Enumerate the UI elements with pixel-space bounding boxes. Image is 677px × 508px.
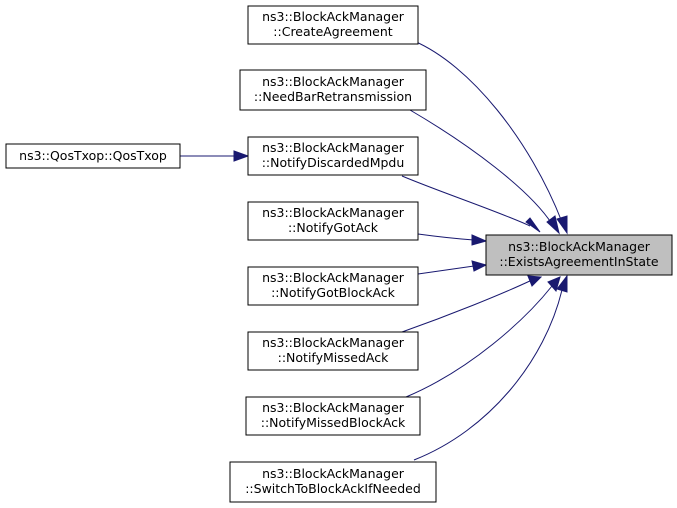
node-label-line1: ns3::BlockAckManager <box>262 9 405 24</box>
node-create-agreement[interactable]: ns3::BlockAckManager ::CreateAgreement <box>247 5 419 45</box>
node-label: ns3::QosTxop::QosTxop <box>19 148 167 163</box>
edge-notify-got-block-ack <box>417 265 475 275</box>
node-label-line1: ns3::BlockAckManager <box>262 74 405 89</box>
node-label-line1: ns3::BlockAckManager <box>262 335 405 350</box>
arrowhead-notify-got-block-ack <box>471 260 488 272</box>
node-label-line2: ::NotifyMissedBlockAck <box>261 415 406 430</box>
arrowhead-switch-to-block-ack-if-needed <box>556 274 568 293</box>
node-notify-missed-block-ack[interactable]: ns3::BlockAckManager ::NotifyMissedBlock… <box>245 396 421 436</box>
edge-create-agreement <box>413 40 563 223</box>
node-label-line2: ::SwitchToBlockAckIfNeeded <box>245 481 421 496</box>
node-label-line2: ::NeedBarRetransmission <box>254 89 412 104</box>
edge-notify-missed-ack <box>401 279 533 333</box>
arrowhead-create-agreement <box>556 215 568 235</box>
arrowhead-need-bar-retransmission <box>546 215 560 235</box>
edge-notify-got-ack <box>417 233 475 241</box>
arrowhead-qos-txop <box>233 150 250 162</box>
node-label-line2: ::NotifyMissedAck <box>278 350 389 365</box>
node-need-bar-retransmission[interactable]: ns3::BlockAckManager ::NeedBarRetransmis… <box>239 69 427 111</box>
node-qos-txop[interactable]: ns3::QosTxop::QosTxop <box>5 143 181 169</box>
node-focus-line1: ns3::BlockAckManager <box>508 239 651 254</box>
node-label-line1: ns3::BlockAckManager <box>262 400 405 415</box>
node-switch-to-block-ack-if-needed[interactable]: ns3::BlockAckManager ::SwitchToBlockAckI… <box>229 461 437 503</box>
arrowhead-notify-discarded-mpdu <box>525 217 541 233</box>
edge-notify-discarded-mpdu <box>401 175 531 227</box>
node-label-line2: ::NotifyGotBlockAck <box>271 285 396 300</box>
arrowhead-notify-missed-ack <box>527 275 543 287</box>
arrowhead-notify-got-ack <box>471 234 488 246</box>
node-label-line2: ::CreateAgreement <box>273 24 392 39</box>
edge-switch-to-block-ack-if-needed <box>413 289 563 461</box>
edges <box>180 40 568 461</box>
node-focus[interactable]: ns3::BlockAckManager ::ExistsAgreementIn… <box>485 234 673 276</box>
node-label-line1: ns3::BlockAckManager <box>262 270 405 285</box>
edge-need-bar-retransmission <box>409 109 553 225</box>
node-label-line1: ns3::BlockAckManager <box>262 205 405 220</box>
node-notify-got-ack[interactable]: ns3::BlockAckManager ::NotifyGotAck <box>247 201 419 241</box>
node-label-line2: ::NotifyGotAck <box>288 220 379 235</box>
edge-notify-missed-block-ack <box>405 285 553 398</box>
node-notify-missed-ack[interactable]: ns3::BlockAckManager ::NotifyMissedAck <box>247 331 419 371</box>
node-label-line1: ns3::BlockAckManager <box>262 140 405 155</box>
arrowhead-notify-missed-block-ack <box>547 276 561 293</box>
node-label-line1: ns3::BlockAckManager <box>262 466 405 481</box>
node-notify-got-block-ack[interactable]: ns3::BlockAckManager ::NotifyGotBlockAck <box>247 266 419 306</box>
node-label-line2: ::NotifyDiscardedMpdu <box>262 155 405 170</box>
node-focus-line2: ::ExistsAgreementInState <box>499 254 659 269</box>
node-notify-discarded-mpdu[interactable]: ns3::BlockAckManager ::NotifyDiscardedMp… <box>247 136 419 176</box>
